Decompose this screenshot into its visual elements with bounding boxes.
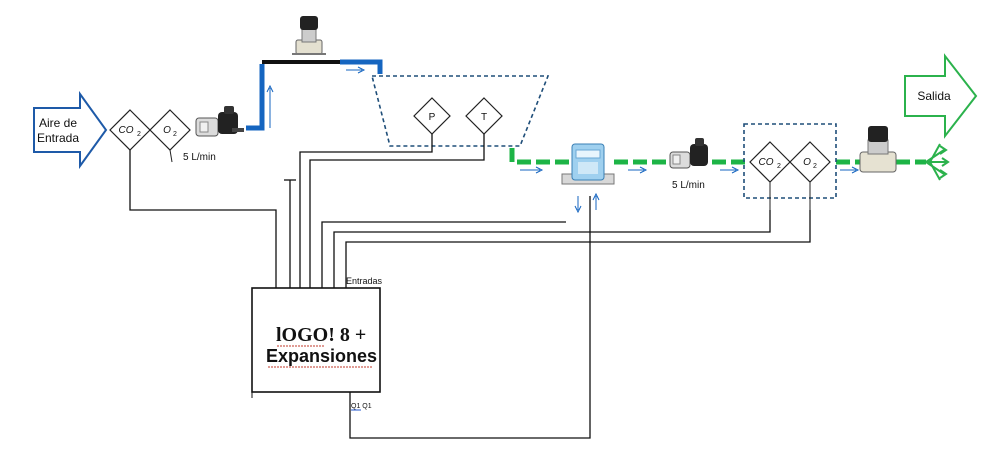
controller-name-line-2: Expansiones	[266, 346, 377, 366]
inlet-co2-sensor: CO 2	[109, 109, 151, 151]
inlet-label-line-1: Aire de	[39, 116, 77, 130]
outlet-analysis-box	[743, 123, 837, 199]
outlet-arrow: Salida	[904, 53, 978, 139]
outlet-o2-subscript: 2	[813, 163, 817, 170]
signal-wiring	[129, 134, 811, 439]
outlet-pump-flow-label: 5 L/min	[672, 180, 705, 191]
co2-label: CO	[119, 125, 134, 136]
outlet-co2-label: CO	[759, 157, 774, 168]
outlet-pump-icon	[669, 138, 708, 169]
measurement-chamber	[370, 75, 550, 147]
flow-meter-ports	[574, 192, 600, 214]
pressure-sensor: P	[413, 97, 451, 135]
controller-name-line-1: lOGO! 8 +	[276, 324, 366, 346]
inlet-arrow: Aire de Entrada	[33, 90, 108, 170]
controller-inputs-label: Entradas	[346, 276, 383, 286]
o2-label: O	[163, 125, 171, 136]
pressure-sensor-label: P	[429, 112, 436, 123]
outlet-valve-icon	[859, 126, 897, 173]
svg-text:CO: CO	[119, 125, 134, 136]
outlet-o2-sensor: O 2	[789, 141, 831, 183]
controller-output-label: Q1 Q1	[351, 403, 372, 410]
inlet-tube	[246, 59, 383, 131]
flow-meter-icon	[561, 143, 615, 185]
inlet-pump-icon	[195, 106, 244, 137]
outlet-tube	[509, 148, 926, 174]
diffuser-icon	[925, 143, 950, 181]
temperature-sensor-label: T	[481, 112, 487, 123]
controller-box	[251, 287, 381, 398]
o2-subscript: 2	[173, 131, 177, 138]
inlet-pump-flow-label: 5 L/min	[183, 152, 216, 163]
inlet-regulator-icon	[292, 16, 326, 55]
inlet-label-line-2: Entrada	[37, 131, 79, 145]
outlet-label: Salida	[917, 89, 951, 103]
temperature-sensor: T	[465, 97, 503, 135]
outlet-co2-subscript: 2	[777, 163, 781, 170]
co2-subscript: 2	[137, 131, 141, 138]
inlet-o2-sensor: O 2	[149, 109, 191, 151]
outlet-o2-label: O	[803, 157, 811, 168]
outlet-co2-sensor: CO 2	[749, 141, 791, 183]
